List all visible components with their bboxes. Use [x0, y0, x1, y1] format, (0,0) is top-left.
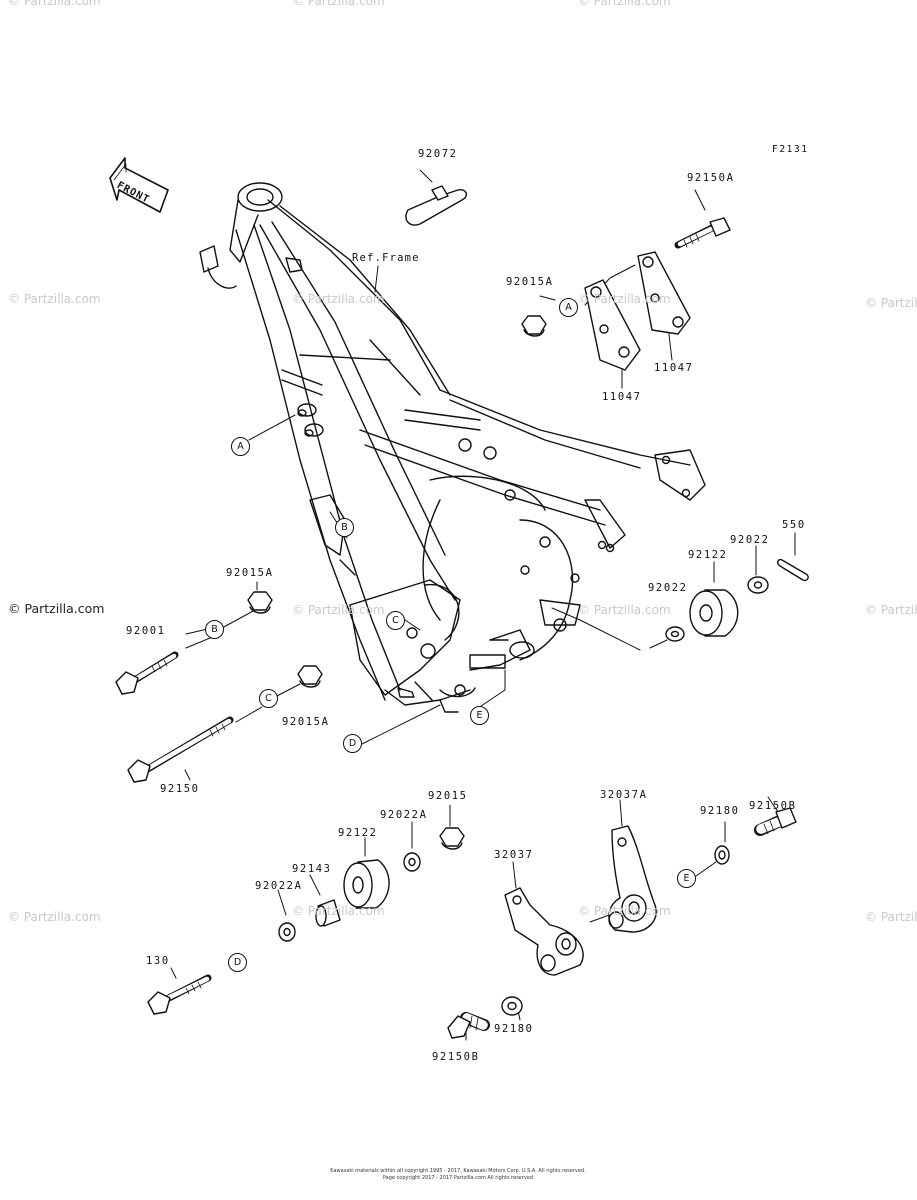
- callout-a-bracket: A: [559, 298, 578, 317]
- callout-d-frame: D: [343, 734, 362, 753]
- label-92015A-top: 92015A: [506, 276, 554, 288]
- part-92015A-nut-top: [521, 315, 547, 337]
- watermark-top-right: © Partzilla.com: [578, 0, 671, 8]
- part-92072-band: [405, 185, 468, 226]
- label-11047-left: 11047: [602, 391, 642, 403]
- label-92143: 92143: [292, 863, 332, 875]
- label-92015A-low: 92015A: [282, 716, 330, 728]
- part-92022A-washer-top: [403, 852, 421, 872]
- part-32037A-bracket: [608, 825, 657, 933]
- motorcycle-frame: [199, 182, 706, 713]
- part-92015A-nut-mid: [247, 591, 273, 614]
- watermark-center-upper: © Partzilla.com: [292, 292, 385, 306]
- watermark-left-mid: © Partzilla.com: [8, 601, 105, 616]
- label-32037A: 32037A: [600, 789, 648, 801]
- label-92180-bottom: 92180: [494, 1023, 534, 1035]
- part-11047-bracket-right: [637, 251, 691, 335]
- part-92180-washer-bottom: [501, 996, 523, 1016]
- callout-e-frame: E: [470, 706, 489, 725]
- callout-c-frame: C: [386, 611, 405, 630]
- label-92150A: 92150A: [687, 172, 735, 184]
- watermark-center-lower: © Partzilla.com: [292, 904, 385, 918]
- part-92180-washer-top: [714, 845, 730, 865]
- figure-code: F2131: [772, 144, 809, 155]
- front-arrow-icon: [109, 157, 169, 213]
- watermark-edge-lower: © Partzilla.com: [865, 910, 917, 924]
- watermark-edge-mid: © Partzilla.com: [865, 603, 917, 617]
- callout-b-bolt: B: [205, 620, 224, 639]
- part-92022-washer-top: [747, 576, 769, 594]
- part-92015-nut: [439, 827, 465, 850]
- part-32037-bracket: [504, 887, 584, 976]
- watermark-right-upper: © Partzilla.com: [578, 292, 671, 306]
- part-92150B-bolt-bottom: [447, 1012, 490, 1039]
- callout-c-bolt: C: [259, 689, 278, 708]
- watermark-top-left: © Partzilla.com: [8, 0, 101, 8]
- watermark-edge-upper: © Partzilla.com: [865, 296, 917, 310]
- label-92150B-right: 92150B: [749, 800, 797, 812]
- callout-b-frame: B: [335, 518, 354, 537]
- part-550-cotter-pin: [777, 558, 809, 582]
- label-92122-bottom: 92122: [338, 827, 378, 839]
- label-92072: 92072: [418, 148, 458, 160]
- label-92022A-bottom: 92022A: [255, 880, 303, 892]
- part-92122-collar-bottom: [343, 859, 390, 909]
- part-92150B-bolt-right: [754, 807, 797, 836]
- label-92122-top: 92122: [688, 549, 728, 561]
- footer-copyright: Kawasaki materials within all copyright …: [330, 1168, 586, 1174]
- part-92015A-nut-low: [297, 665, 323, 688]
- callout-d-bolt: D: [228, 953, 247, 972]
- label-92150: 92150: [160, 783, 200, 795]
- watermark-right-mid: © Partzilla.com: [578, 603, 671, 617]
- label-92001: 92001: [126, 625, 166, 637]
- label-ref-frame: Ref.Frame: [352, 252, 420, 264]
- label-92015A-mid: 92015A: [226, 567, 274, 579]
- footer-page-copyright: Page copyright 2017 - 2017 Partzilla.com…: [382, 1175, 534, 1181]
- label-92022-mid: 92022: [648, 582, 688, 594]
- label-550: 550: [782, 519, 806, 531]
- watermark-center-mid: © Partzilla.com: [292, 603, 385, 617]
- part-92150-long-bolt: [127, 716, 234, 783]
- part-130-bolt: [147, 974, 212, 1015]
- label-92180-top: 92180: [700, 805, 740, 817]
- label-32037: 32037: [494, 849, 534, 861]
- label-92022-top: 92022: [730, 534, 770, 546]
- callout-e-bracket: E: [677, 869, 696, 888]
- watermark-left-lower: © Partzilla.com: [8, 910, 101, 924]
- part-11047-bracket-left: [584, 279, 641, 371]
- watermark-top-center: © Partzilla.com: [292, 0, 385, 8]
- watermark-left-upper: © Partzilla.com: [8, 292, 101, 306]
- label-92015: 92015: [428, 790, 468, 802]
- label-130: 130: [146, 955, 170, 967]
- part-92022-washer-mid: [665, 626, 685, 642]
- label-11047-right: 11047: [654, 362, 694, 374]
- part-92143-sleeve: [315, 899, 341, 927]
- callout-a-frame: A: [231, 437, 250, 456]
- part-92022A-washer-bottom: [278, 922, 296, 942]
- part-92150A-bolt: [674, 217, 731, 249]
- label-92022A-top: 92022A: [380, 809, 428, 821]
- part-92122-collar-top: [689, 589, 739, 637]
- label-92150B-bottom: 92150B: [432, 1051, 480, 1063]
- part-92001-bolt: [115, 651, 179, 695]
- watermark-right-lower: © Partzilla.com: [578, 904, 671, 918]
